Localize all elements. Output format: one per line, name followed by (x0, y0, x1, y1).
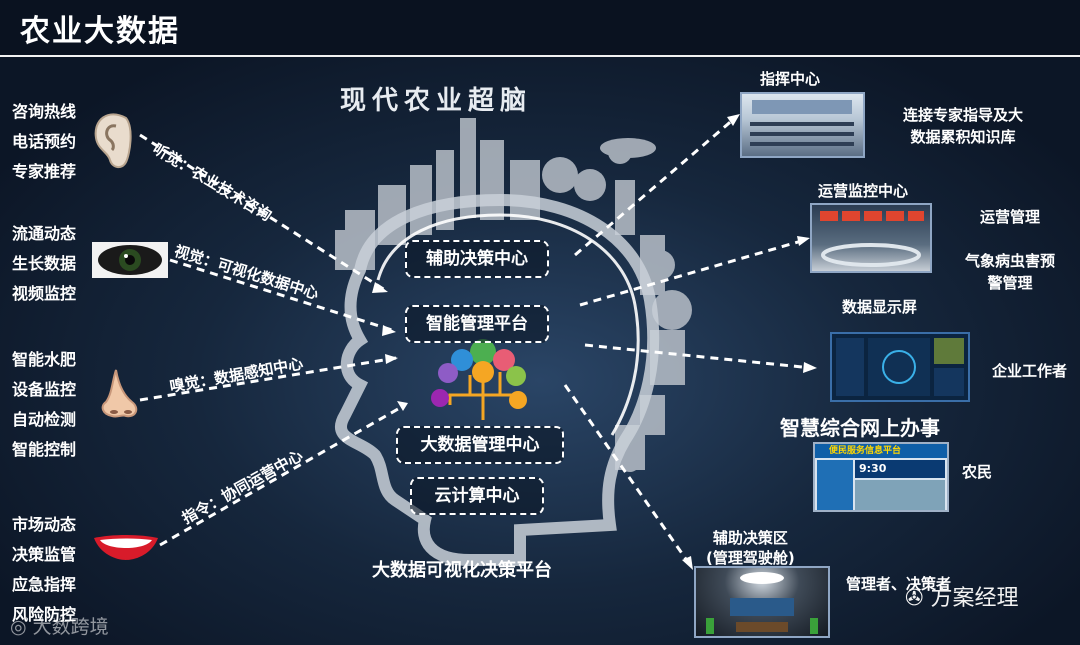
ops-monitor-desc: 运营管理 气象病虫害预 警管理 (955, 206, 1065, 294)
command-center-desc: 连接专家指导及大 数据累积知识库 (903, 104, 1023, 148)
mouth-icon (92, 532, 160, 562)
display-screen-title: 数据显示屏 (842, 296, 917, 317)
watermark-left-icon: ◎ (10, 616, 33, 638)
list-item: 自动检测 (12, 405, 76, 435)
box-decision-center: 辅助决策中心 (405, 240, 549, 278)
box-bigdata-center: 大数据管理中心 (396, 426, 564, 464)
screen-photo-area (855, 480, 945, 510)
list-item: 咨询热线 (12, 97, 76, 127)
ops-monitor-photo (810, 203, 932, 273)
display-screen-image (832, 334, 968, 400)
nose-icon (96, 368, 142, 420)
list-item: 设备监控 (12, 375, 76, 405)
online-service-desc: 农民 (962, 461, 992, 482)
watermark-left-text: 大数跨境 (33, 616, 109, 638)
bottom-caption: 大数据可视化决策平台 (372, 556, 552, 582)
wechat-icon: ✇ (905, 586, 930, 611)
nose-list: 智能水肥 设备监控 自动检测 智能控制 (12, 345, 76, 465)
watermark-left: ◎ 大数跨境 (10, 612, 109, 639)
display-screen-photo (830, 332, 970, 402)
ops-monitor-image (812, 205, 930, 271)
data-tree-icon (431, 339, 527, 420)
command-center-photo (740, 92, 865, 158)
command-center-title: 指挥中心 (760, 68, 820, 89)
cockpit-photo (694, 566, 830, 638)
ear-list: 咨询热线 电话预约 专家推荐 (12, 97, 76, 187)
watermark-right-text: 方案经理 (930, 586, 1018, 611)
eye-camera-icon (92, 242, 168, 278)
list-item: 市场动态 (12, 510, 76, 540)
brain-title: 现代农业超脑 (340, 80, 532, 117)
box-smart-management: 智能管理平台 (405, 305, 549, 343)
input-arrowheads (372, 282, 408, 411)
online-service-title: 智慧综合网上办事 (780, 412, 940, 441)
list-item: 智能水肥 (12, 345, 76, 375)
display-screen-desc: 企业工作者 (992, 360, 1067, 381)
command-center-image (742, 94, 863, 156)
box-cloud-center: 云计算中心 (410, 477, 544, 515)
ear-icon (88, 108, 138, 172)
list-item: 智能控制 (12, 435, 76, 465)
cockpit-title: 辅助决策区 (管理驾驶舱) (706, 528, 795, 568)
screen-header: 便民服务信息平台 (815, 444, 947, 458)
list-item: 生长数据 (12, 249, 76, 279)
list-item: 专家推荐 (12, 157, 76, 187)
list-item: 决策监管 (12, 540, 76, 570)
ops-monitor-title: 运营监控中心 (818, 180, 908, 201)
list-item: 应急指挥 (12, 570, 76, 600)
output-arrowheads (682, 114, 817, 570)
eye-list: 流通动态 生长数据 视频监控 (12, 219, 76, 309)
list-item: 视频监控 (12, 279, 76, 309)
watermark-right: ✇ 方案经理 (905, 580, 1018, 612)
screen-time: 9:30 (855, 460, 945, 478)
screen-menu (817, 460, 853, 510)
online-service-photo: 便民服务信息平台 9:30 (813, 442, 949, 512)
list-item: 流通动态 (12, 219, 76, 249)
cockpit-image (696, 568, 828, 636)
list-item: 电话预约 (12, 127, 76, 157)
